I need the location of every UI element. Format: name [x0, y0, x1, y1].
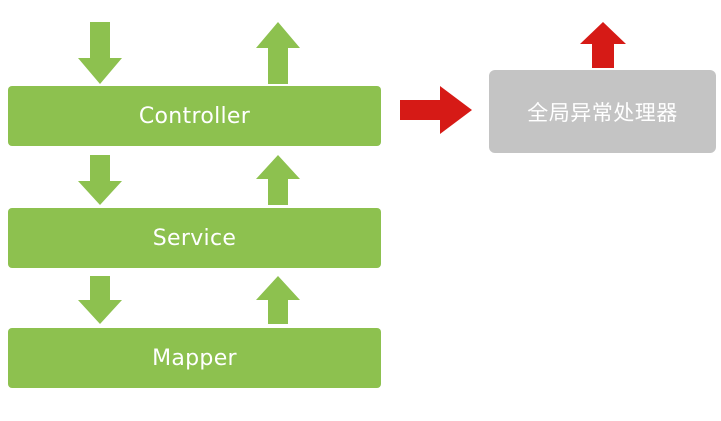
service-layer: Service — [8, 208, 381, 268]
global-exception-handler-label: 全局异常处理器 — [527, 100, 678, 125]
down-arrow-controller-to-service — [78, 155, 122, 205]
right-arrow-to-handler — [400, 86, 472, 134]
global-exception-handler-box: 全局异常处理器 — [489, 70, 716, 153]
up-arrow-service-to-controller — [256, 155, 300, 205]
down-arrow-into-controller — [78, 22, 122, 84]
up-arrow-out-of-handler — [580, 22, 626, 68]
controller-label: Controller — [138, 103, 251, 129]
up-arrow-mapper-to-service — [256, 276, 300, 324]
controller-layer: Controller — [8, 86, 381, 146]
up-arrow-out-of-controller — [256, 22, 300, 84]
mapper-label: Mapper — [152, 345, 237, 371]
down-arrow-service-to-mapper — [78, 276, 122, 324]
service-label: Service — [152, 225, 237, 251]
mapper-layer: Mapper — [8, 328, 381, 388]
